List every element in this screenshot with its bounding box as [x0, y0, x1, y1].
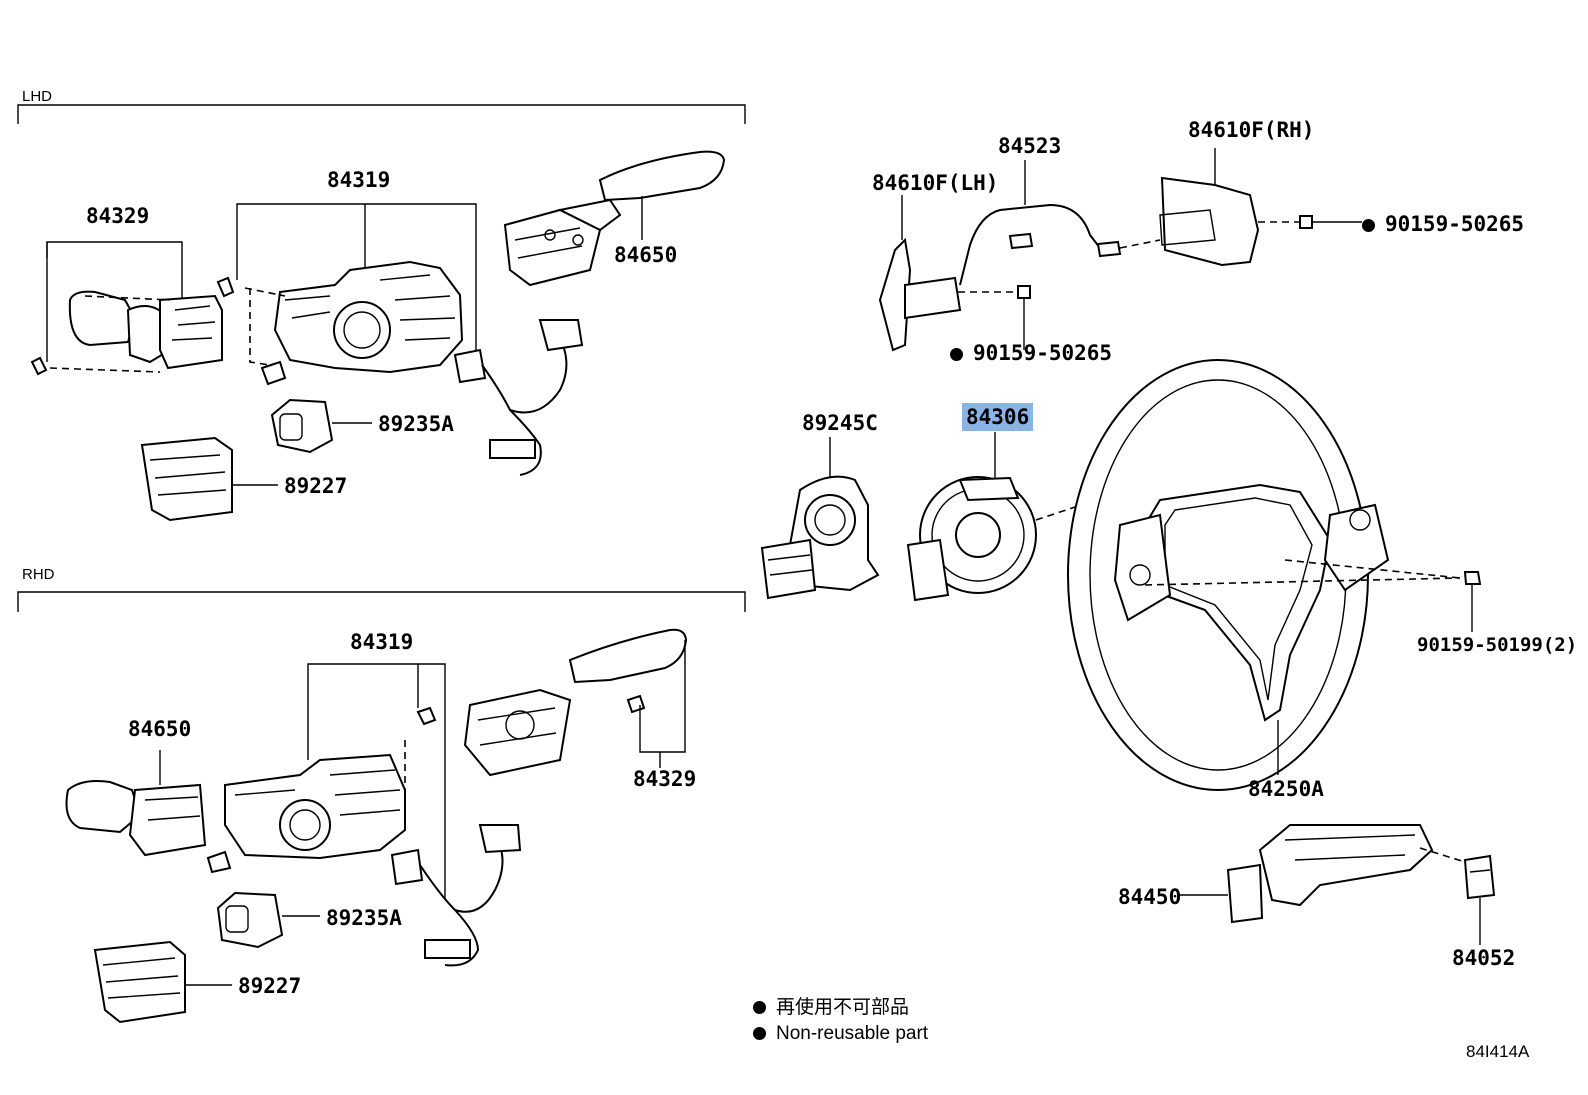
rhd-turn-switch-drawing [65, 750, 207, 857]
lhd-bracket [17, 104, 746, 124]
paddle-shifter-rh-drawing [1159, 148, 1362, 267]
steering-sensor-89245c-drawing [760, 437, 880, 600]
label-84250a[interactable]: 84250A [1248, 777, 1324, 801]
label-84523[interactable]: 84523 [998, 134, 1062, 158]
label-84650-rhd[interactable]: 84650 [128, 717, 192, 741]
section-lhd: LHD [22, 88, 53, 105]
connector-84052-drawing [1463, 854, 1496, 945]
label-84052[interactable]: 84052 [1452, 946, 1516, 970]
lhd-wiper-switch-drawing [30, 241, 223, 376]
section-rhd: RHD [22, 566, 55, 583]
lhd-sensor-89235a-drawing [270, 398, 372, 454]
spiral-cable-84306-drawing [906, 432, 1076, 602]
rhd-sensor-89235a-drawing [216, 891, 320, 949]
label-89235a-rhd[interactable]: 89235A [326, 906, 402, 930]
label-84319-rhd[interactable]: 84319 [350, 630, 414, 654]
label-84610f-lh[interactable]: 84610F(LH) [872, 171, 999, 195]
rhd-combo-switch-drawing [206, 663, 446, 900]
label-84610f-rh[interactable]: 84610F(RH) [1188, 118, 1315, 142]
legend-jp: 再使用不可部品 [753, 997, 909, 1019]
label-84306-highlighted[interactable]: 84306 [962, 403, 1034, 431]
label-90159-50199[interactable]: 90159-50199(2) [1417, 634, 1578, 656]
non-reusable-dot-icon [1362, 219, 1375, 232]
wire-84523-drawing [959, 160, 1161, 286]
non-reusable-dot-icon [753, 1001, 766, 1014]
label-84650-lhd[interactable]: 84650 [614, 243, 678, 267]
lhd-module-89227-drawing [140, 436, 278, 522]
lhd-combo-switch-drawing [216, 203, 477, 386]
label-89235a-lhd[interactable]: 89235A [378, 412, 454, 436]
label-84329-rhd[interactable]: 84329 [633, 767, 697, 791]
label-89227-lhd[interactable]: 89227 [284, 474, 348, 498]
label-90159-50265-rh[interactable]: 90159-50265 [1362, 212, 1524, 236]
diagram-code: 84I414A [1466, 1042, 1530, 1061]
ignition-switch-84450-drawing [1178, 824, 1466, 924]
rhd-wiper-switch-drawing [463, 628, 688, 777]
non-reusable-dot-icon [950, 348, 963, 361]
label-84319-lhd[interactable]: 84319 [327, 168, 391, 192]
rhd-bracket [17, 591, 746, 612]
lhd-harness-drawing [453, 319, 584, 476]
label-84450[interactable]: 84450 [1118, 885, 1182, 909]
label-89227-rhd[interactable]: 89227 [238, 974, 302, 998]
label-84329-lhd[interactable]: 84329 [86, 204, 150, 228]
paddle-shifter-lh-drawing [878, 195, 1031, 352]
label-89245c[interactable]: 89245C [802, 411, 878, 435]
label-90159-50265-lh[interactable]: 90159-50265 [950, 341, 1112, 365]
non-reusable-dot-icon [753, 1027, 766, 1040]
lhd-turn-switch-drawing [503, 150, 726, 287]
rhd-module-89227-drawing [93, 940, 232, 1024]
steering-wheel-84250a-drawing [1067, 359, 1482, 791]
rhd-harness-drawing [390, 824, 522, 967]
legend-en: Non-reusable part [753, 1023, 928, 1045]
